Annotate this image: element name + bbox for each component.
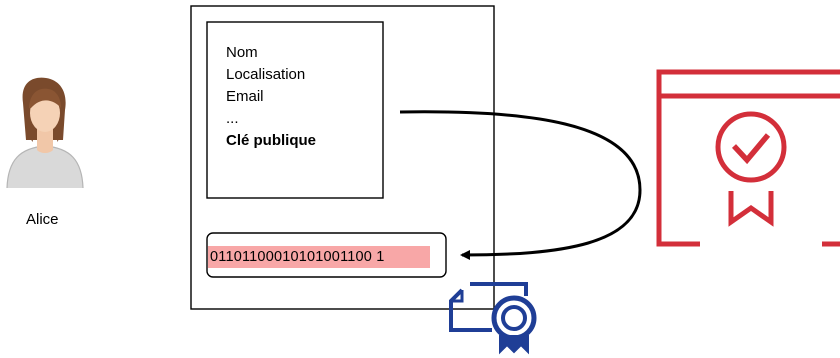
identity-field: Localisation <box>226 66 306 83</box>
identity-box <box>206 21 384 199</box>
user-avatar-icon <box>6 77 84 189</box>
signature-bits: 01101100010101001100 1 <box>210 249 385 265</box>
certificate-window-icon <box>656 69 840 247</box>
certificate-badge-icon <box>449 282 537 355</box>
identity-field: Clé publique <box>226 132 316 149</box>
signature-highlight <box>208 246 430 268</box>
signing-arrow <box>399 110 642 260</box>
certificate-document <box>190 5 495 310</box>
person-name: Alice <box>26 211 59 228</box>
identity-field: Nom <box>226 44 258 61</box>
identity-field: Email <box>226 88 264 105</box>
identity-field: ... <box>226 110 239 127</box>
